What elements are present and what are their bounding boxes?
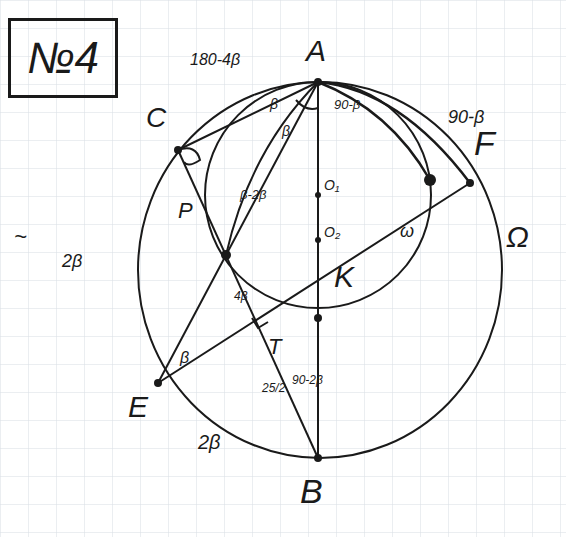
figure-label: 4β [234, 290, 248, 302]
figure-label: B [300, 474, 323, 508]
figure-label: Ω [506, 222, 529, 252]
figure-label: β [282, 124, 290, 138]
figure-label: β [180, 350, 189, 366]
figure-label: E [128, 392, 148, 422]
figure-label: P [178, 200, 193, 222]
figure-label: 2β [198, 432, 221, 452]
figure-label: A [306, 36, 326, 66]
figure-label: 90-β [448, 108, 484, 126]
figure-label: 25/2 [262, 382, 285, 394]
figure-label: β [270, 97, 278, 111]
figure-label: ~ [14, 226, 27, 248]
figure-label: 180-4β [190, 52, 240, 68]
figure-label: F [474, 126, 495, 160]
figure-label: β-2β [240, 188, 266, 201]
figure-label: T [268, 336, 281, 358]
figure-label: K [334, 262, 354, 292]
problem-number-box: №4 [8, 18, 118, 98]
figure-label: 90-β [334, 98, 360, 111]
problem-number: №4 [27, 36, 99, 80]
figure-label: 90-2β [292, 374, 323, 386]
figure-label: O₂ [324, 225, 340, 239]
figure-label: C [146, 104, 166, 132]
figure-label: 2β [62, 252, 82, 270]
figure-label: O₁ [324, 178, 339, 192]
figure-label: ω [400, 222, 414, 240]
